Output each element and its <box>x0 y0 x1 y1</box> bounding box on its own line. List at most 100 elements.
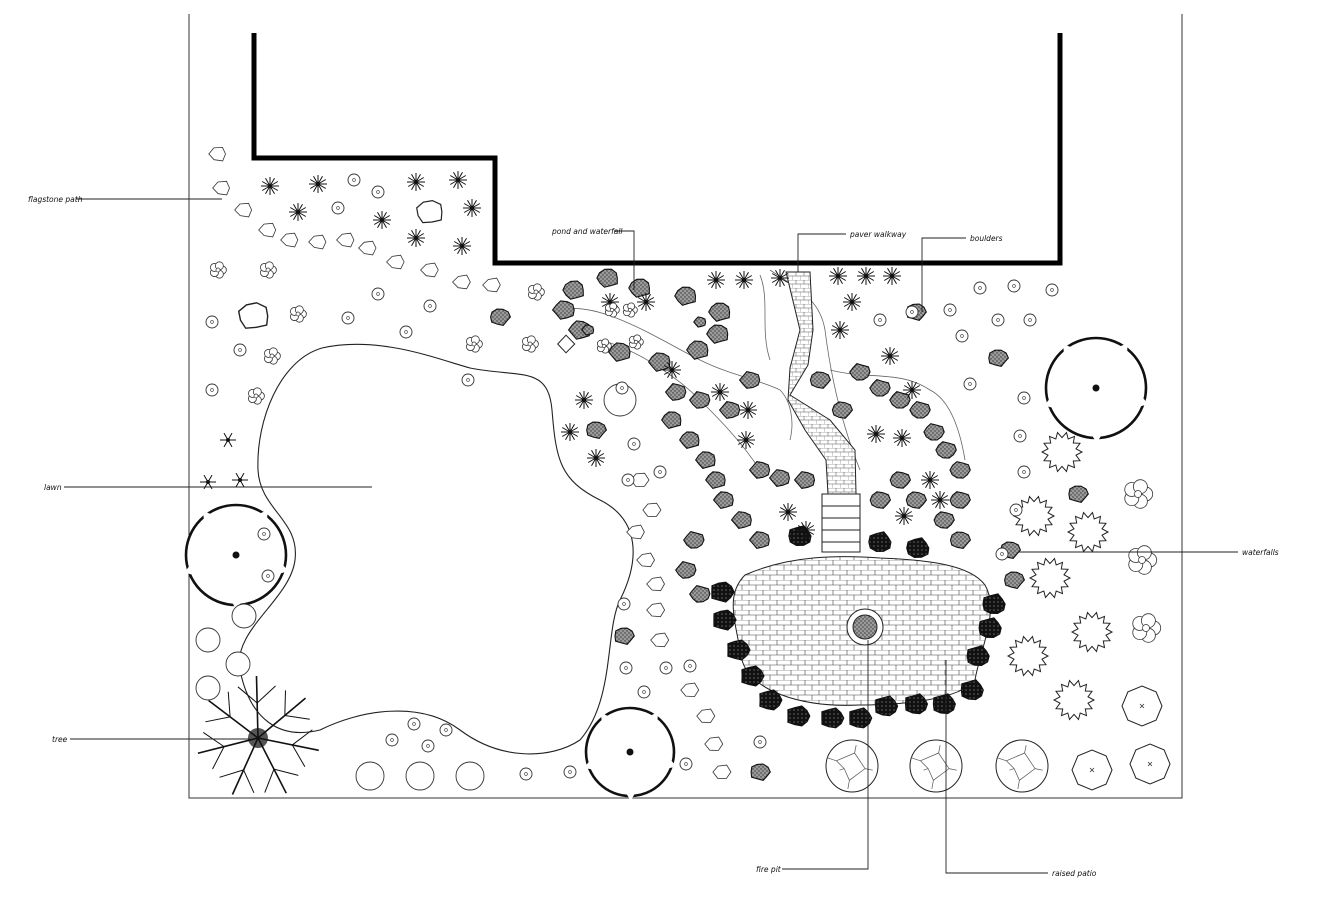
flagstone <box>642 502 662 517</box>
boulder <box>949 491 971 509</box>
leader-lines <box>64 198 1238 874</box>
boulder <box>1004 571 1026 590</box>
boulder <box>674 286 697 306</box>
flagstone <box>646 576 665 592</box>
dark-boulder <box>868 531 892 553</box>
spiky-plant <box>903 381 921 399</box>
spiky-plant <box>309 175 327 193</box>
flagstone <box>336 232 355 248</box>
shrub <box>455 761 485 791</box>
spiky-plant <box>921 471 939 489</box>
boulder <box>831 401 854 419</box>
hex-shrub <box>1071 749 1113 791</box>
ornamental-tree <box>909 739 963 793</box>
flagstone <box>636 552 655 568</box>
flagstone <box>358 240 377 256</box>
shrub <box>355 761 385 791</box>
flagstone <box>258 222 277 238</box>
label-raised-patio: raised patio <box>1052 869 1097 878</box>
rosette-shrub <box>210 261 227 279</box>
ornamental-tree <box>825 739 879 793</box>
boulder <box>949 461 971 479</box>
boulder <box>730 511 752 530</box>
garden-stone <box>416 199 443 224</box>
flagstone <box>452 274 471 290</box>
starburst-shrub <box>1052 679 1096 721</box>
flagstone <box>696 708 716 724</box>
boulder <box>675 560 697 579</box>
label-boulders: boulders <box>970 234 1003 243</box>
dark-boulder <box>875 695 899 717</box>
ornamental-tree <box>995 739 1049 793</box>
shrub <box>405 761 435 791</box>
flagstone <box>482 277 501 293</box>
water-lily <box>596 338 612 354</box>
spiky-plant <box>779 503 797 521</box>
starburst-shrub <box>1006 635 1050 677</box>
shade-tree <box>184 503 289 610</box>
water-lily <box>604 302 620 318</box>
spiky-plant <box>843 293 861 311</box>
boulder <box>935 441 957 459</box>
dark-boulder <box>904 693 929 715</box>
flagstone <box>386 254 405 270</box>
boulder <box>718 400 741 419</box>
small-perennial <box>220 432 236 448</box>
small-perennial <box>232 472 248 488</box>
boulder <box>750 763 771 782</box>
dark-boulder <box>787 705 811 727</box>
spiky-plant <box>829 267 847 285</box>
boulder <box>869 491 892 509</box>
boulder <box>567 320 591 340</box>
boulder <box>614 627 635 646</box>
boulder <box>689 584 711 603</box>
boulder <box>647 352 671 372</box>
boulder <box>551 300 575 320</box>
dark-boulder <box>711 581 735 603</box>
shrub <box>195 675 221 701</box>
label-tree: tree <box>52 735 68 744</box>
spiky-plant <box>881 347 899 365</box>
boulder <box>661 411 682 430</box>
boulder <box>923 423 945 441</box>
boulder <box>748 531 770 550</box>
dark-boulder <box>741 665 765 687</box>
starburst-shrub <box>1040 431 1084 473</box>
flagstone <box>208 146 226 162</box>
garden-stone <box>237 302 269 329</box>
boulder <box>607 342 631 362</box>
spiky-plant <box>407 173 425 191</box>
water-lily <box>628 334 644 350</box>
flagstone <box>704 736 724 751</box>
spiky-plant <box>739 401 757 419</box>
boulder <box>490 308 512 327</box>
shrub <box>195 627 221 653</box>
boulder <box>683 530 705 549</box>
dark-boulder <box>982 593 1006 614</box>
flower-shrub <box>1124 479 1154 509</box>
spiky-plant <box>637 293 655 311</box>
spiky-plant <box>857 267 875 285</box>
dark-boulder <box>759 689 783 711</box>
boulder <box>988 349 1010 368</box>
boulder <box>889 471 912 489</box>
boulder <box>869 378 891 397</box>
dark-boulder <box>932 693 956 715</box>
spiky-plant <box>561 423 579 441</box>
steps <box>821 493 861 553</box>
stream <box>559 308 793 441</box>
boulder <box>909 400 931 419</box>
dark-boulder <box>960 679 984 701</box>
boulder <box>586 421 608 440</box>
boulder <box>664 382 687 401</box>
spiky-plant <box>711 383 729 401</box>
boulder <box>793 471 816 489</box>
label-paver-walkway: paver walkway <box>849 230 907 239</box>
flower-shrub <box>1128 545 1158 575</box>
shade-tree <box>1044 336 1149 443</box>
spiky-plant <box>883 267 901 285</box>
dark-boulder <box>821 707 845 729</box>
spiky-plant <box>575 391 593 409</box>
dark-boulder <box>906 537 930 559</box>
boulder <box>708 302 731 322</box>
